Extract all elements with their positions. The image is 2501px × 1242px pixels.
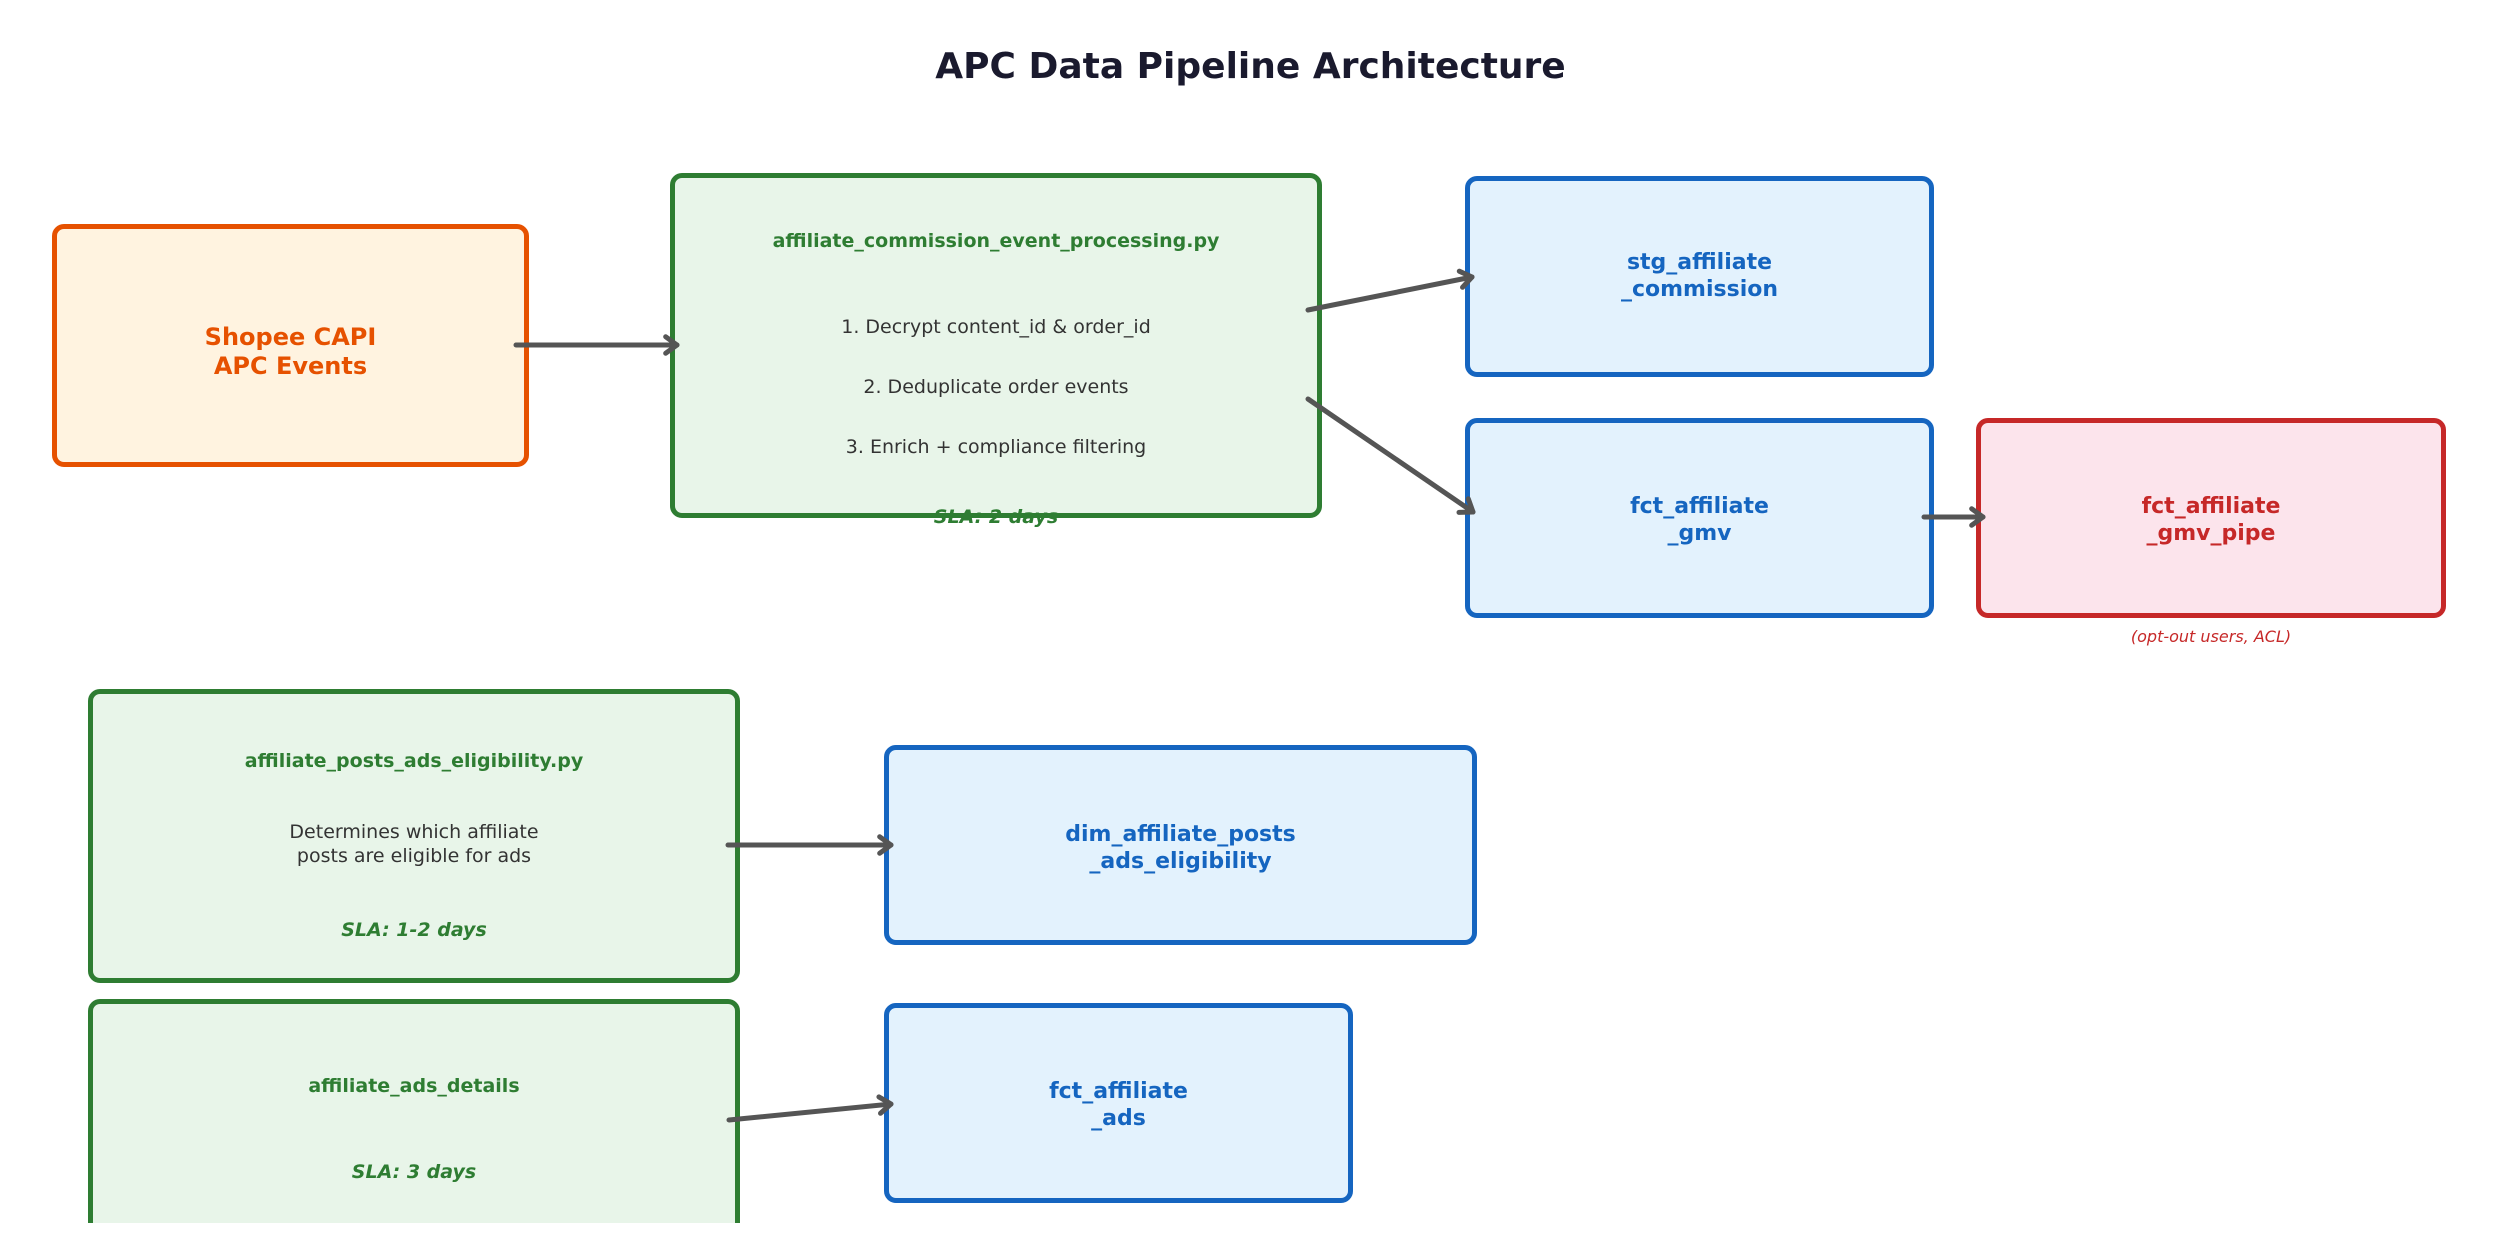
process-step-1: 1. Decrypt content_id & order_id [841,316,1151,338]
node-label: dim_affiliate_posts _ads_eligibility [1065,822,1296,874]
node-caption-opt-out-acl: (opt-out users, ACL) [2130,627,2292,646]
node-stg-affiliate-commission[interactable]: stg_affiliate _commission [1465,176,1934,377]
process-sla: SLA: 3 days [351,1161,477,1183]
node-shopee-capi-apc-events[interactable]: Shopee CAPI APC Events [52,224,529,467]
diagram-title: APC Data Pipeline Architecture [935,46,1566,87]
node-fct-affiliate-gmv-pipe[interactable]: fct_affiliate _gmv_pipe [1976,418,2446,618]
node-label: fct_affiliate _gmv [1630,494,1769,546]
process-description: Determines which affiliate posts are eli… [289,821,539,867]
process-sla: SLA: 1-2 days [341,919,487,941]
process-step-3: 3. Enrich + compliance filtering [845,436,1147,458]
process-title: affiliate_commission_event_processing.py [772,230,1220,252]
node-dim-affiliate-posts-ads-eligibility[interactable]: dim_affiliate_posts _ads_eligibility [884,745,1477,945]
node-fct-affiliate-gmv[interactable]: fct_affiliate _gmv [1465,418,1934,618]
process-sla-commission: SLA: 2 days [933,506,1059,528]
node-label: fct_affiliate _gmv_pipe [2141,494,2281,546]
node-label: stg_affiliate _commission [1620,250,1779,302]
process-step-2: 2. Deduplicate order events [863,376,1129,398]
node-label: fct_affiliate _ads [1049,1079,1188,1131]
process-title: affiliate_ads_details [308,1075,520,1097]
node-affiliate-posts-ads-eligibility[interactable]: affiliate_posts_ads_eligibility.py Deter… [88,689,740,983]
node-label: Shopee CAPI APC Events [204,323,377,380]
process-title: affiliate_posts_ads_eligibility.py [244,750,584,772]
node-fct-affiliate-ads[interactable]: fct_affiliate _ads [884,1003,1353,1203]
node-affiliate-ads-details[interactable]: affiliate_ads_details SLA: 3 days [88,999,740,1223]
node-affiliate-commission-event-processing[interactable]: affiliate_commission_event_processing.py… [670,173,1322,518]
